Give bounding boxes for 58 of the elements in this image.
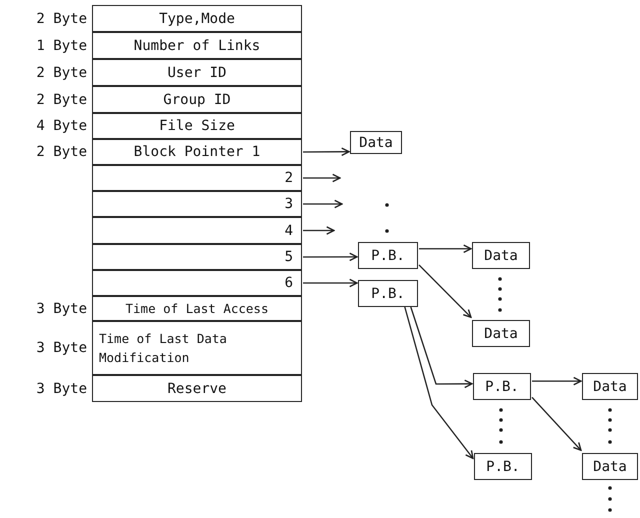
byte-size-label: 2 Byte xyxy=(36,144,87,160)
block-box xyxy=(358,242,418,269)
table-row xyxy=(92,244,302,270)
pointer-number: 5 xyxy=(284,249,293,265)
byte-size-label: 3 Byte xyxy=(36,380,87,396)
block-box xyxy=(474,453,532,480)
arrow xyxy=(418,264,472,318)
arrow xyxy=(532,396,582,451)
block-label: Data xyxy=(593,378,627,394)
arrow xyxy=(303,252,358,262)
block-label: P.B. xyxy=(486,458,520,474)
block-label: P.B. xyxy=(485,378,519,394)
byte-size-label: 2 Byte xyxy=(36,64,87,80)
byte-size-label: 1 Byte xyxy=(36,38,87,54)
field-name: Block Pointer 1 xyxy=(134,144,260,160)
arrow xyxy=(404,306,474,460)
arrow xyxy=(303,278,358,288)
field-name: Type,Mode xyxy=(159,10,235,26)
field-name: Time of Last Access xyxy=(126,301,268,316)
pointer-number: 2 xyxy=(284,170,293,186)
byte-size-label: 3 Byte xyxy=(36,300,87,316)
field-name: Time of Last Data Modification xyxy=(98,330,228,367)
block-label: Data xyxy=(484,326,518,342)
block-box xyxy=(473,373,531,400)
field-name: Number of Links xyxy=(134,38,260,54)
byte-size-label: 2 Byte xyxy=(36,92,87,108)
byte-size-label: 3 Byte xyxy=(36,340,87,356)
table-row xyxy=(92,165,302,191)
table-row xyxy=(92,191,302,217)
block-box xyxy=(472,320,530,347)
block-label: Data xyxy=(359,134,393,150)
block-label: P.B. xyxy=(371,248,405,264)
field-name: User ID xyxy=(167,64,226,80)
field-name: Reserve xyxy=(167,380,226,396)
field-name: File Size xyxy=(159,118,235,134)
arrow xyxy=(410,306,473,388)
arrow xyxy=(532,376,582,386)
block-label: Data xyxy=(484,248,518,264)
arrow xyxy=(303,174,341,182)
block-label: P.B. xyxy=(371,286,405,302)
block-box xyxy=(350,131,402,154)
block-box xyxy=(582,453,638,480)
arrow xyxy=(419,244,472,254)
block-label: Data xyxy=(593,458,627,474)
block-box xyxy=(358,280,418,307)
table-row xyxy=(92,270,302,296)
table-row xyxy=(92,217,302,244)
field-name: Group ID xyxy=(163,92,231,108)
arrow xyxy=(303,200,343,208)
arrow xyxy=(303,226,335,235)
pointer-number: 3 xyxy=(284,196,293,212)
block-box xyxy=(472,242,530,269)
byte-size-label: 4 Byte xyxy=(36,118,87,134)
byte-size-label: 2 Byte xyxy=(36,10,87,26)
block-box xyxy=(582,373,638,400)
pointer-number: 4 xyxy=(284,222,293,238)
pointer-number: 6 xyxy=(284,275,293,291)
arrow xyxy=(303,147,350,156)
